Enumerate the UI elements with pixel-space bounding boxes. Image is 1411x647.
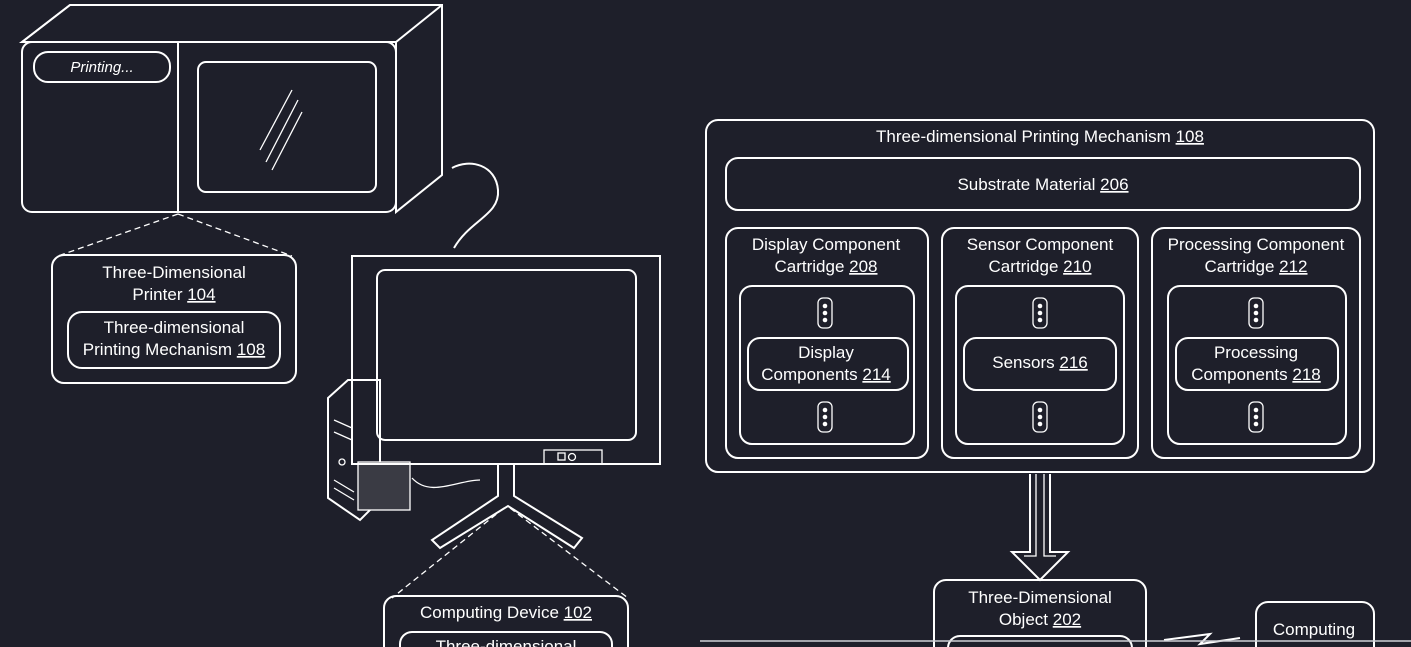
computer-illustration [327, 255, 661, 550]
display-component-cartridge: Display Component Cartridge 208 Display … [725, 227, 929, 459]
processing-components-box [1175, 337, 1339, 391]
cartridge-210-line1: Sensor Component [967, 235, 1114, 254]
printer-illustration: Printing... [19, 4, 500, 249]
printer-mech-line1: Three-dimensional [104, 318, 245, 337]
sensor-component-cartridge: Sensor Component Cartridge 210 Sensors 2… [941, 227, 1139, 459]
processing-component-cartridge: Processing Component Cartridge 212 Proce… [1151, 227, 1361, 459]
object-line2: Object 202 [999, 610, 1081, 629]
processing-components-line2: Components 218 [1191, 365, 1321, 384]
computing-device-label: Computing Device 102 [420, 603, 592, 622]
computing-partial-box: Computing [1255, 601, 1375, 647]
wireless-link-icon [1163, 632, 1241, 646]
printer-label-line2: Printer 104 [132, 285, 215, 304]
cartridge-208-line2: Cartridge 208 [774, 257, 877, 276]
printing-status-text: Printing... [70, 59, 133, 76]
computing-device-sub-line1: Three-dimensional [436, 637, 577, 647]
three-dimensional-object-box: Three-Dimensional Object 202 [933, 579, 1147, 647]
display-components-box [747, 337, 909, 391]
computing-device-box: Computing Device 102 Three-dimensional [383, 595, 629, 647]
mechanism-title: Three-dimensional Printing Mechanism 108 [876, 127, 1204, 146]
display-components-line2: Components 214 [761, 365, 891, 384]
sensors-box [963, 337, 1117, 391]
display-components-line1: Display [798, 343, 854, 362]
cartridge-212-line1: Processing Component [1168, 235, 1345, 254]
sensors-label: Sensors 216 [992, 353, 1087, 372]
object-line1: Three-Dimensional [968, 588, 1112, 607]
printer-mech-line2: Printing Mechanism 108 [83, 340, 265, 359]
cartridge-210-line2: Cartridge 210 [988, 257, 1091, 276]
cartridge-212-line2: Cartridge 212 [1204, 257, 1307, 276]
computing-partial-label: Computing [1273, 620, 1355, 639]
substrate-material-label: Substrate Material 206 [957, 175, 1128, 194]
substrate-material-box [725, 157, 1361, 211]
printer-label-line1: Three-Dimensional [102, 263, 246, 282]
printer-label-box: Three-Dimensional Printer 104 Three-dime… [51, 254, 297, 384]
down-arrow-icon [1009, 474, 1071, 582]
printing-status-badge [33, 51, 171, 83]
mechanism-outer-box: Three-dimensional Printing Mechanism 108… [705, 119, 1375, 473]
processing-components-line1: Processing [1214, 343, 1298, 362]
cartridge-208-line1: Display Component [752, 235, 901, 254]
